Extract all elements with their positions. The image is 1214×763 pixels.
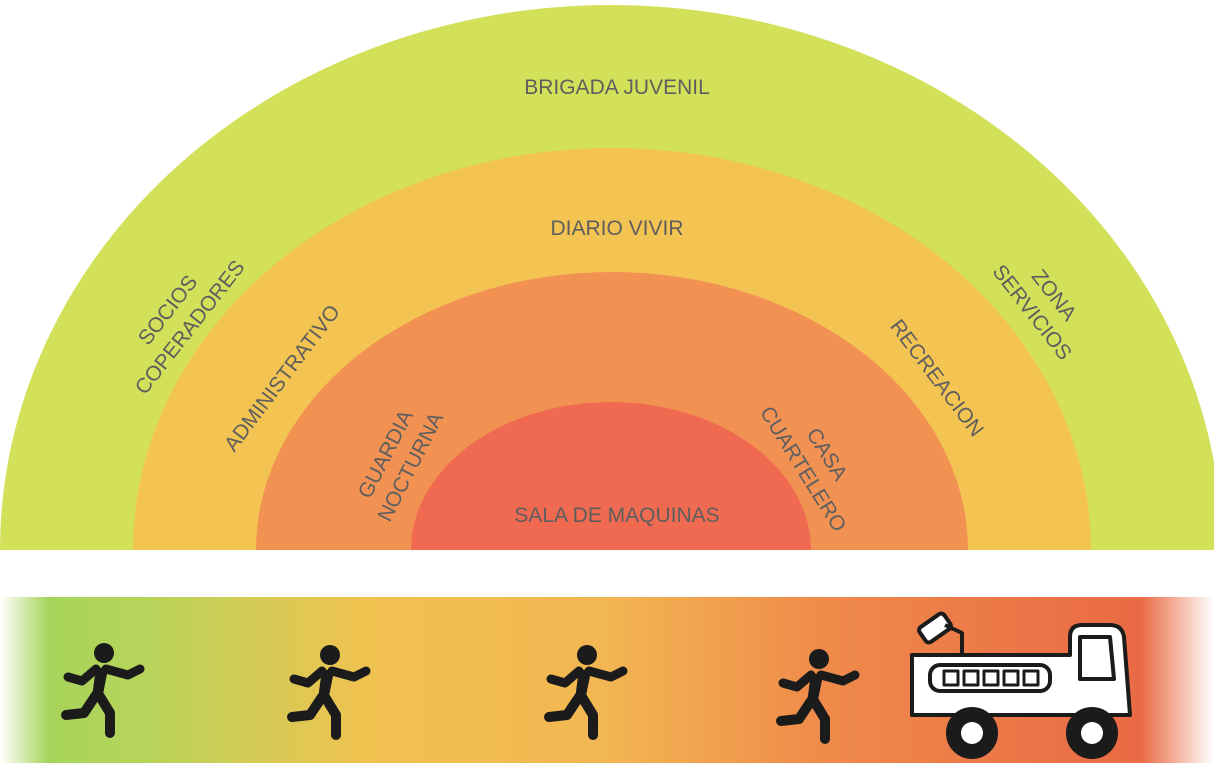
outer-zone-title: BRIGADA JUVENIL [524,76,710,99]
core-zone-title: SALA DE MAQUINAS [514,504,719,527]
zone-core [411,402,811,550]
zones-diagram: BRIGADA JUVENIL DIARIO VIVIR SALA DE MAQ… [0,5,1214,550]
fire-truck-icon [910,611,1132,759]
progress-strip [0,597,1214,763]
second-zone-title: DIARIO VIVIR [550,217,683,240]
